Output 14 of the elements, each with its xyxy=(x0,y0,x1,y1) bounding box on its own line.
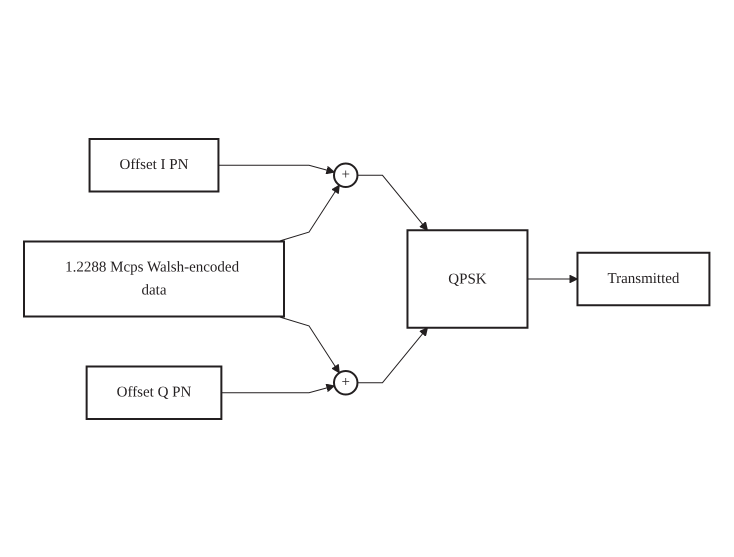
node-circle: + xyxy=(333,370,359,395)
arrow xyxy=(357,174,428,230)
arrow xyxy=(278,316,340,373)
arrow xyxy=(278,184,340,242)
node-box: Transmitted xyxy=(576,251,711,306)
arrow xyxy=(221,383,336,393)
node-box: Offset I PN xyxy=(88,138,220,192)
arrow xyxy=(357,326,428,383)
node-circle: + xyxy=(333,162,359,188)
node-box: Offset Q PN xyxy=(86,365,223,420)
node-box: 1.2288 Mcps Walsh-encoded data xyxy=(23,240,286,317)
node-box: QPSK xyxy=(406,228,529,328)
arrow xyxy=(527,274,578,283)
arrow xyxy=(218,164,336,174)
